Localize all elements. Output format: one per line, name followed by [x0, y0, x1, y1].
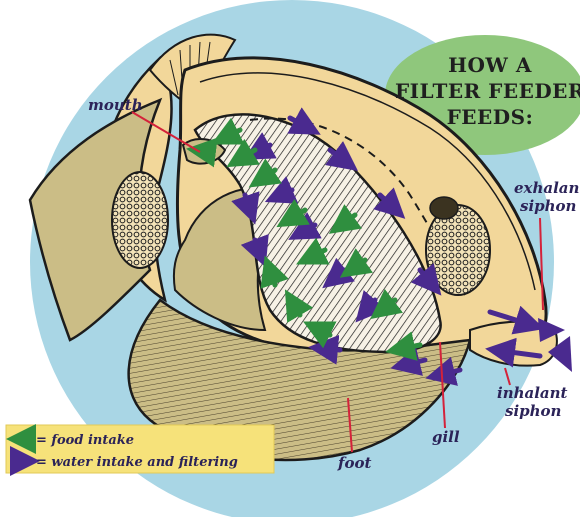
left-muscle: [112, 172, 168, 268]
title-line-3: FEEDS:: [447, 105, 534, 129]
legend-water-label: = water intake and filtering: [36, 455, 238, 470]
exhalant-label-2: siphon: [520, 197, 576, 215]
foot-label: foot: [337, 454, 371, 472]
mouth-label: mouth: [88, 96, 143, 114]
posterior-muscle: [426, 205, 490, 295]
posterior-small-organ: [430, 197, 458, 219]
title-line-2: FILTER FEEDER: [395, 79, 580, 103]
inhalant-label-1: inhalant: [497, 384, 568, 402]
legend: = food intake = water intake and filteri…: [6, 425, 274, 473]
inhalant-label-2: siphon: [505, 402, 561, 420]
title-line-1: HOW A: [448, 53, 532, 77]
gill-label: gill: [432, 428, 460, 446]
water-arrow: [318, 348, 340, 350]
exhalant-label-1: exhalant: [514, 179, 580, 197]
legend-food-label: = food intake: [36, 433, 134, 448]
